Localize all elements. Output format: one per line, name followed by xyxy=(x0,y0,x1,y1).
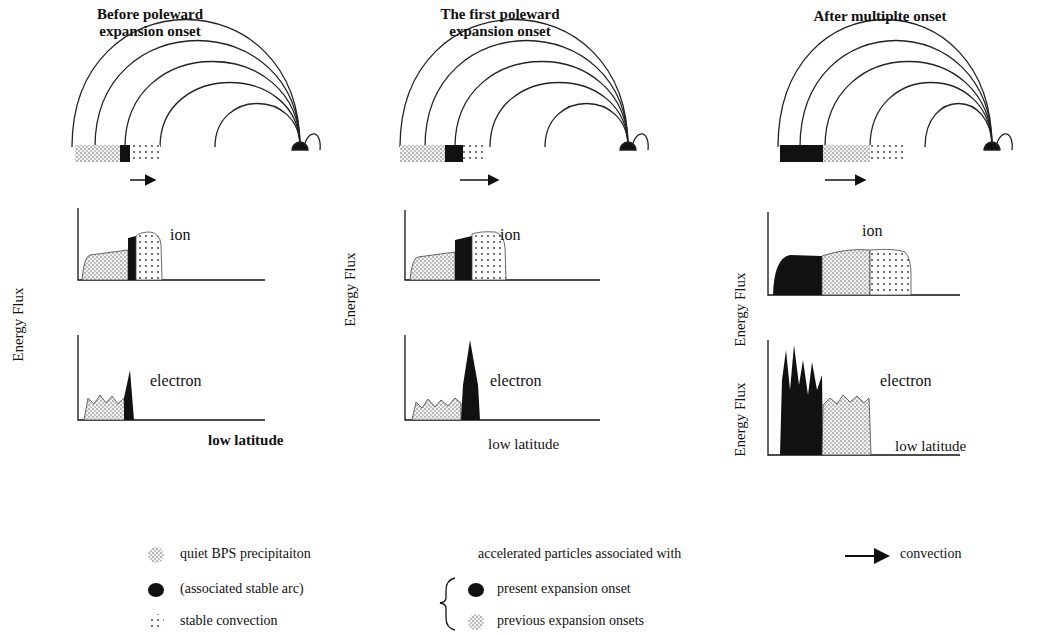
field-line xyxy=(996,134,1012,150)
plot-label: low latitude xyxy=(208,432,283,449)
field-line xyxy=(925,104,992,148)
legend-text: (associated stable arc) xyxy=(180,581,304,597)
field-line xyxy=(125,62,300,148)
plot-label: electron xyxy=(880,372,932,390)
plot-label: low latitude xyxy=(488,436,559,453)
plot-label: ion xyxy=(170,226,190,244)
field-line xyxy=(215,104,300,148)
legend-text: convection xyxy=(900,546,961,562)
field-line xyxy=(95,41,300,148)
axis-label: Energy Flux xyxy=(9,288,26,362)
field-line xyxy=(304,134,320,150)
legend-swatch xyxy=(148,583,164,597)
field-line xyxy=(425,41,628,148)
axis-label: Energy Flux xyxy=(731,273,748,347)
legend-text: previous expansion onsets xyxy=(497,613,644,629)
legend-swatch xyxy=(468,583,484,597)
field-line xyxy=(160,83,300,148)
legend-text: present expansion onset xyxy=(497,581,631,597)
plot-label: ion xyxy=(500,226,520,244)
panel-title: After multiplte onset xyxy=(813,8,946,25)
field-line xyxy=(490,83,628,148)
legend-text: stable convection xyxy=(180,613,278,629)
plot-label: ion xyxy=(862,222,882,240)
plot-label: electron xyxy=(490,372,542,390)
field-line xyxy=(455,62,628,148)
panel-title: Before poleward expansion onset xyxy=(65,6,235,41)
field-line xyxy=(800,41,992,148)
field-line xyxy=(870,83,992,148)
field-line xyxy=(825,62,992,148)
axis-label: Energy Flux xyxy=(341,253,358,327)
axis-label: Energy Flux xyxy=(731,383,748,457)
field-line xyxy=(632,134,648,150)
legend-text: quiet BPS precipitaiton xyxy=(180,546,311,562)
field-line xyxy=(778,20,992,148)
field-line xyxy=(545,104,628,148)
plot-label: low latitude xyxy=(895,438,966,455)
panel-title: The first poleward expansion onset xyxy=(410,6,590,41)
plot-label: accelerated particles associated with xyxy=(478,546,681,562)
plot-label: electron xyxy=(150,372,202,390)
